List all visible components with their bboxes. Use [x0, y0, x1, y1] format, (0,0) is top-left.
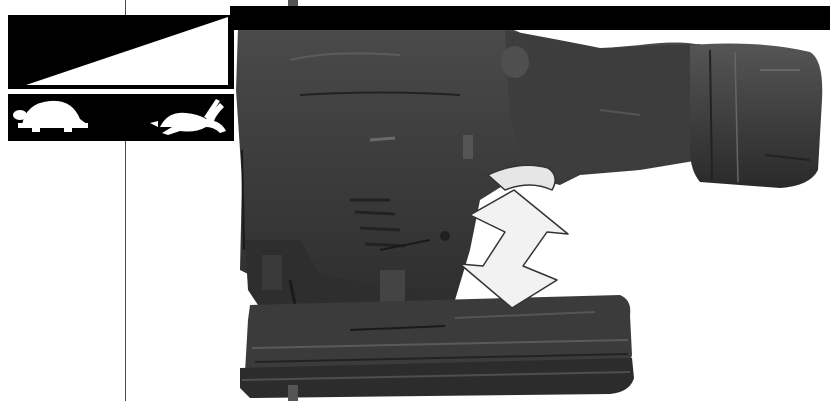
- logo-badge: [501, 46, 529, 78]
- blade-bottom: [288, 385, 298, 401]
- handle: [505, 30, 700, 180]
- turtle-icon: [13, 101, 88, 132]
- rabbit-icon: [150, 99, 226, 135]
- speed-graphic: [8, 15, 234, 141]
- header-bar: [230, 6, 830, 30]
- speed-ramp: [26, 17, 228, 85]
- speed-indicator-panel: [8, 15, 234, 141]
